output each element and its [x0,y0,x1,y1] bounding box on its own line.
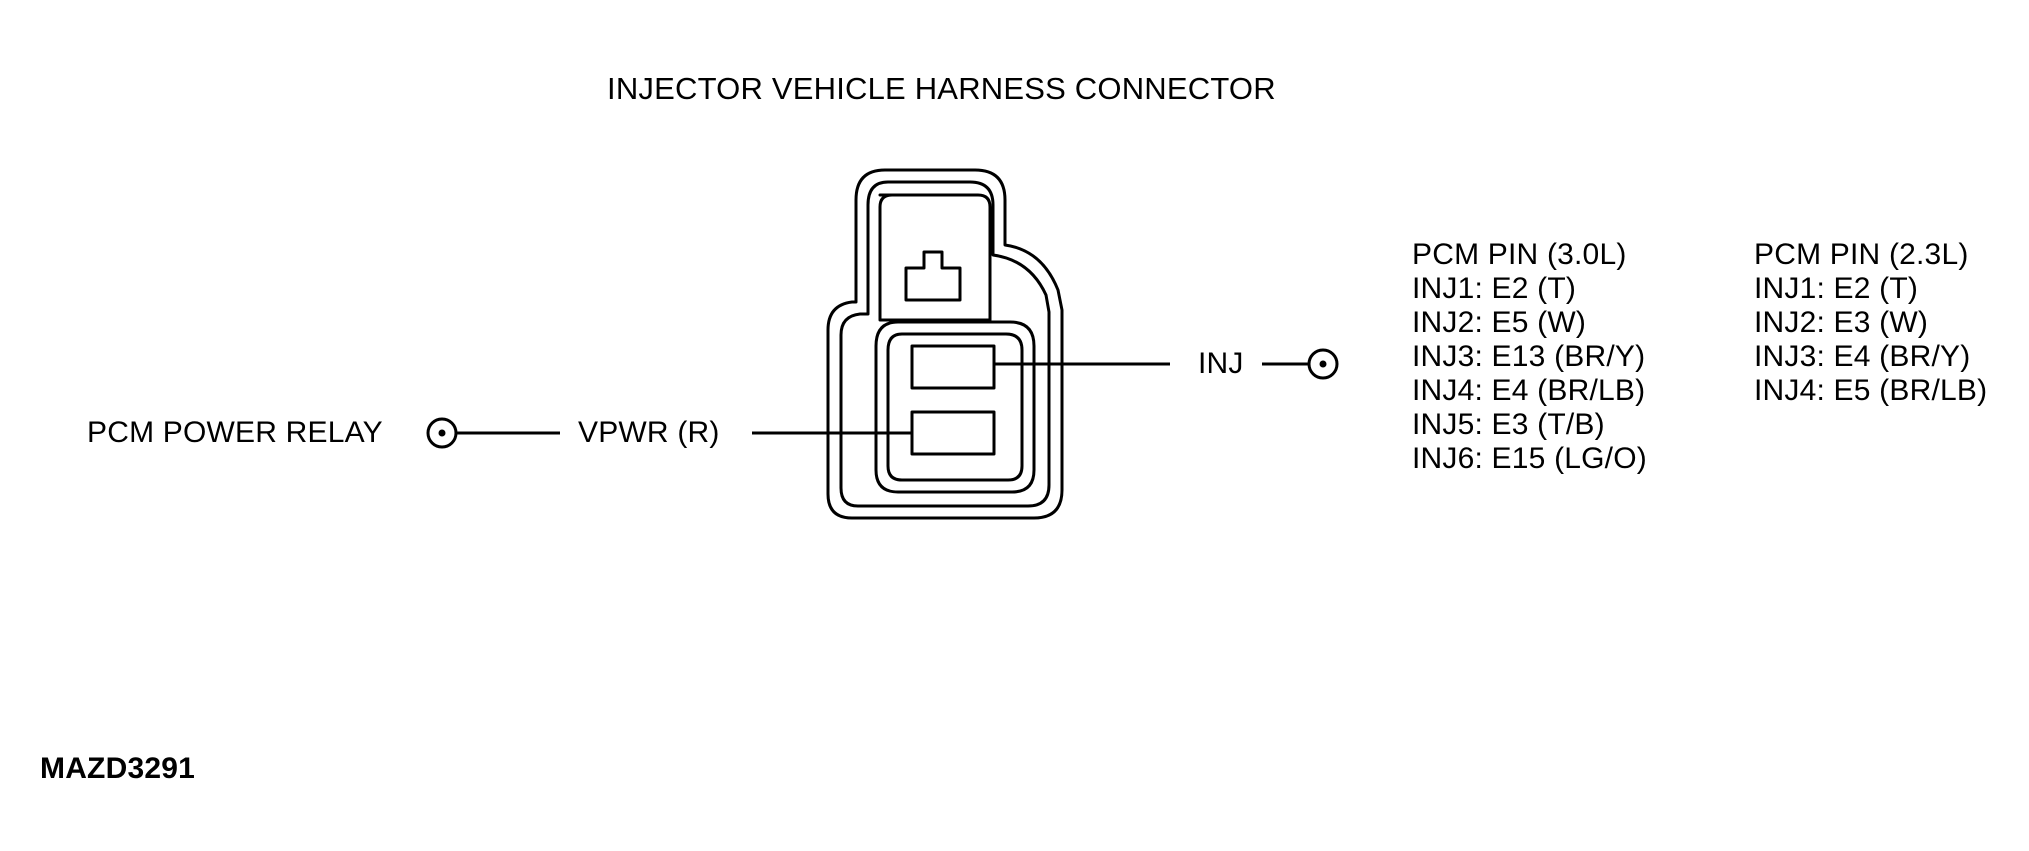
diagram-title: INJECTOR VEHICLE HARNESS CONNECTOR [607,71,1276,106]
pin-row: INJ1: E2 (T) [1754,272,1919,305]
inj-wire-label: INJ [1198,347,1244,380]
pin-table-3-0l-header: PCM PIN (3.0L) [1412,238,1627,271]
pin-row: INJ3: E4 (BR/Y) [1754,340,1971,373]
vpwr-terminal-cavity [910,410,996,456]
pin-row: INJ2: E5 (W) [1412,306,1587,339]
pcm-power-relay-label: PCM POWER RELAY [87,416,383,449]
pin-table-2-3l: PCM PIN (2.3L) INJ1: E2 (T) INJ2: E3 (W)… [1754,238,1987,408]
figure-id: MAZD3291 [40,752,195,785]
pin-table-2-3l-header: PCM PIN (2.3L) [1754,238,1969,271]
inj-terminal-icon [1307,348,1339,380]
pin-table-3-0l: PCM PIN (3.0L) INJ1: E2 (T) INJ2: E5 (W)… [1412,238,1647,476]
pin-row: INJ6: E15 (LG/O) [1412,442,1647,475]
pin-row: INJ5: E3 (T/B) [1412,408,1605,441]
pin-row: INJ1: E2 (T) [1412,272,1577,305]
vpwr-wire-label: VPWR (R) [578,416,720,449]
pin-row: INJ2: E3 (W) [1754,306,1929,339]
pin-row: INJ4: E5 (BR/LB) [1754,374,1988,407]
pin-row: INJ4: E4 (BR/LB) [1412,374,1646,407]
inj-terminal-cavity [910,344,996,390]
pcm-power-relay-terminal-icon [426,417,458,449]
harness-connector-icon [826,168,1064,520]
pin-row: INJ3: E13 (BR/Y) [1412,340,1646,373]
